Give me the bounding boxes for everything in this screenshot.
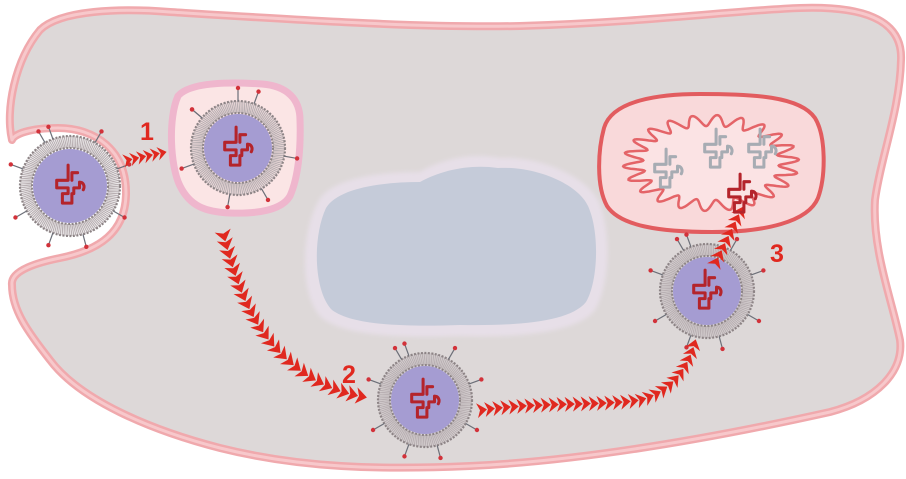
step-1-label: 1 bbox=[140, 118, 154, 146]
liposome-core bbox=[33, 149, 107, 223]
step-3-label: 3 bbox=[770, 240, 784, 268]
liposome-core bbox=[391, 366, 459, 434]
liposome-core bbox=[673, 257, 741, 325]
liposome-core bbox=[204, 114, 272, 182]
nucleus-body bbox=[317, 167, 596, 326]
step-2-label: 2 bbox=[342, 361, 356, 389]
nucleus bbox=[305, 156, 607, 337]
